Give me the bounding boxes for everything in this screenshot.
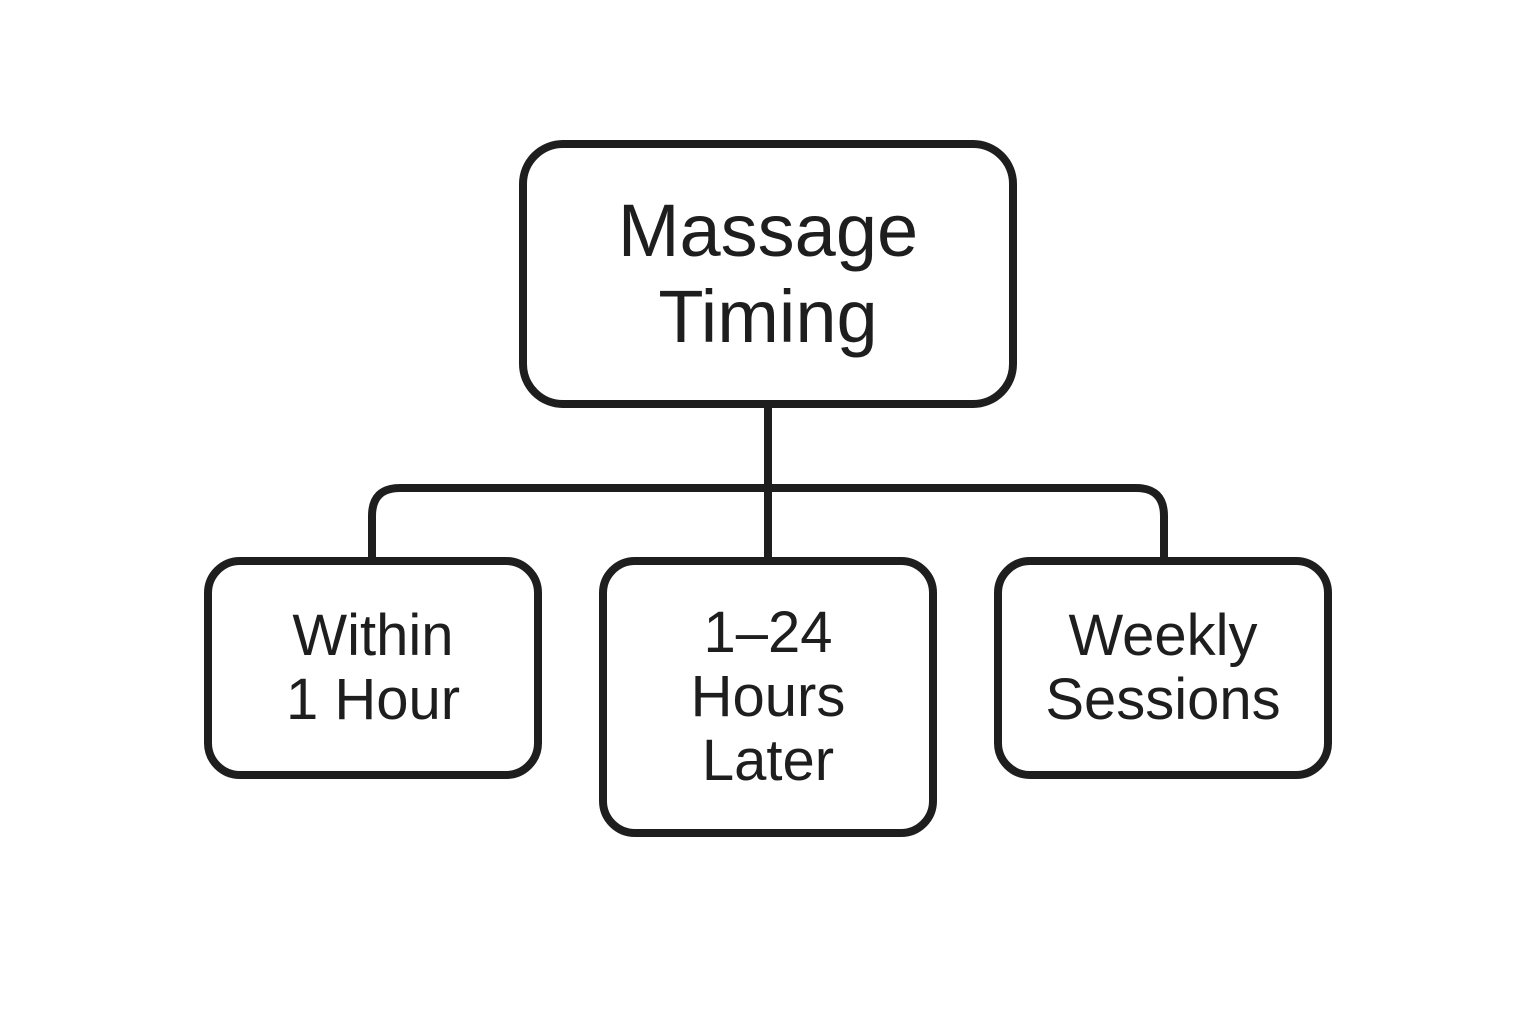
child-node-3-line-2: Sessions bbox=[1045, 667, 1281, 732]
child-node-2-line-3: Later bbox=[701, 728, 835, 793]
child-node-1-line-1: Within bbox=[292, 603, 454, 668]
child-node-2-line-2: Hours bbox=[690, 664, 846, 729]
connector-branch-bar bbox=[368, 484, 1168, 565]
root-node-line-1: Massage bbox=[617, 189, 919, 272]
root-node-massage-timing: Massage Timing bbox=[519, 140, 1017, 408]
child-node-2-line-1: 1–24 bbox=[703, 600, 833, 665]
child-node-within-1-hour: Within 1 Hour bbox=[204, 557, 542, 779]
child-node-weekly-sessions: Weekly Sessions bbox=[994, 557, 1332, 779]
child-node-3-line-1: Weekly bbox=[1068, 603, 1258, 668]
child-node-1-line-2: 1 Hour bbox=[285, 667, 461, 732]
child-node-1-24-hours-later: 1–24 Hours Later bbox=[599, 557, 937, 837]
root-node-line-2: Timing bbox=[658, 275, 878, 358]
